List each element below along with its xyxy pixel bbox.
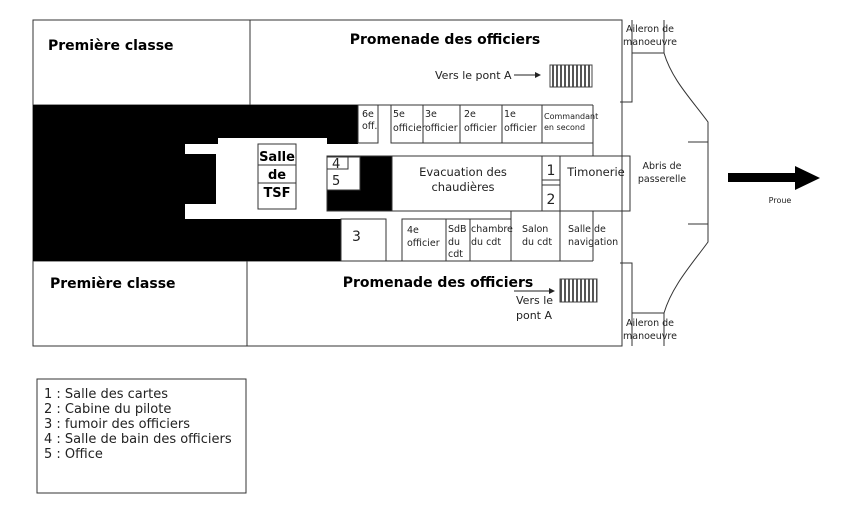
room-label: manoeuvre [623,37,677,48]
to-deck-a-label: Vers le pont A [435,69,512,82]
room-label: en second [544,123,585,132]
room-4-label: 4 [332,157,340,172]
room-label: TSF [263,186,290,201]
room-1-label: 1 [547,163,556,179]
room-label: pont A [516,309,552,322]
room-label: chambre [471,224,513,235]
legend-item: 1 : Salle des cartes [44,387,168,402]
room-label: officier [504,123,537,134]
bow-label: Proue [769,196,792,205]
room-label: officier [425,123,458,134]
room-label: Salle de [568,224,606,235]
timonerie-label: Timonerie [566,165,624,179]
legend-item: 4 : Salle de bain des officiers [44,432,232,447]
room-label: de [268,168,286,183]
room-label: off. [362,121,377,132]
room-label: SdB [448,224,467,235]
room-label: navigation [568,237,618,248]
first-class-top-label: Première classe [48,38,174,54]
legend-item: 3 : fumoir des officiers [44,417,190,432]
abris-label: Abris de [643,161,682,172]
evacuation-label: Evacuation des [419,165,507,179]
officer-cabins-bottom: 3 4e officier SdB du cdt chambre du cdt … [340,211,618,262]
stairs-icon [559,278,598,303]
room-label: Salle [259,150,295,165]
first-class-bottom-label: Première classe [50,276,176,292]
legend: 1 : Salle des cartes 2 : Cabine du pilot… [36,378,247,494]
room-label: du cdt [522,237,552,248]
room-5-label: 5 [332,174,340,189]
promenade-bottom-label: Promenade des officiers [343,275,533,291]
room-label: 1e [504,109,516,120]
to-deck-a-label: Vers le [516,294,553,307]
room-label: officier [407,238,440,249]
room-label: 3e [425,109,437,120]
room-label: officier [393,123,426,134]
room-3-label: 3 [352,229,361,245]
room-label: Salon [522,224,548,235]
room-2-label: 2 [547,192,556,208]
room-label: 2e [464,109,476,120]
room-label: du cdt [471,237,501,248]
legend-item: 5 : Office [44,447,103,462]
officer-cabins-top: 6e off. 5e officier 3e officier 2e offic… [357,104,598,156]
bridge-outline: Aileron de manoeuvre Aileron de manoeuvr… [620,20,709,346]
room-label: officier [464,123,497,134]
room-label: 5e [393,109,405,120]
promenade-top-label: Promenade des officiers [350,32,540,48]
legend-item: 2 : Cabine du pilote [44,402,171,417]
bow-arrow-icon [728,166,820,190]
room-label: Commandant [544,112,598,121]
wing-top-label: Aileron de [626,24,674,35]
room-label: chaudières [431,180,494,194]
room-label: passerelle [638,174,686,185]
salle-tsf: Salle de TSF [257,143,297,210]
room-label: manoeuvre [623,331,677,342]
wing-bottom-label: Aileron de [626,318,674,329]
room-label: du [448,237,460,248]
room-label: cdt [448,249,463,260]
room-label: 4e [407,225,419,236]
stairs-icon [549,64,593,88]
middle-block: 4 5 Evacuation des chaudières 1 2 Timone… [326,155,631,212]
room-label: 6e [362,109,374,120]
